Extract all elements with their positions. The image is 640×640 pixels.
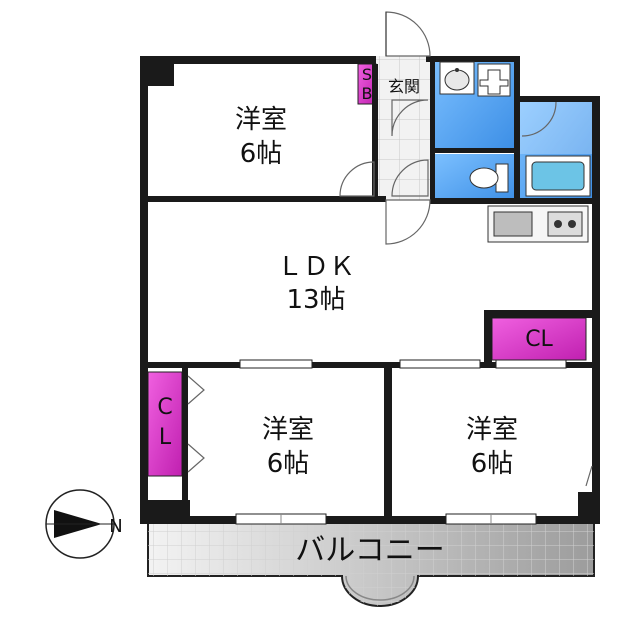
entrance-label: 玄関: [388, 77, 420, 96]
compass-north-label: N: [109, 516, 122, 537]
west-bedroom-type: 洋室: [235, 105, 287, 135]
west-bedroom-size: 6帖: [240, 139, 283, 169]
sw-bedroom-size: 6帖: [267, 449, 310, 479]
balcony-label: バルコニー: [295, 533, 444, 568]
closet-left-label-bottom: L: [159, 425, 172, 450]
shoe-box-label-top: S: [362, 65, 372, 84]
compass-icon: N: [45, 489, 123, 559]
washer-icon: [477, 63, 511, 97]
ldk-type: ＬＤＫ: [277, 252, 355, 282]
closet-right-label: CL: [525, 327, 553, 352]
closet-left-label-top: C: [157, 395, 172, 420]
doors: [187, 11, 593, 487]
bathtub-icon: [525, 155, 591, 197]
ldk-size: 13帖: [286, 285, 345, 315]
toilet-icon: [469, 163, 509, 193]
closet-left: [147, 371, 183, 477]
walls: [140, 56, 600, 524]
balcony: [147, 521, 595, 607]
sink-icon: [439, 61, 475, 95]
se-bedroom-type: 洋室: [466, 415, 518, 445]
corner-tile: [520, 100, 596, 154]
stove-icon: [547, 211, 583, 237]
sw-bedroom-type: 洋室: [262, 415, 314, 445]
se-bedroom-size: 6帖: [471, 449, 514, 479]
shoe-box-label-bottom: B: [362, 84, 373, 103]
genkan-floor: [376, 56, 430, 202]
